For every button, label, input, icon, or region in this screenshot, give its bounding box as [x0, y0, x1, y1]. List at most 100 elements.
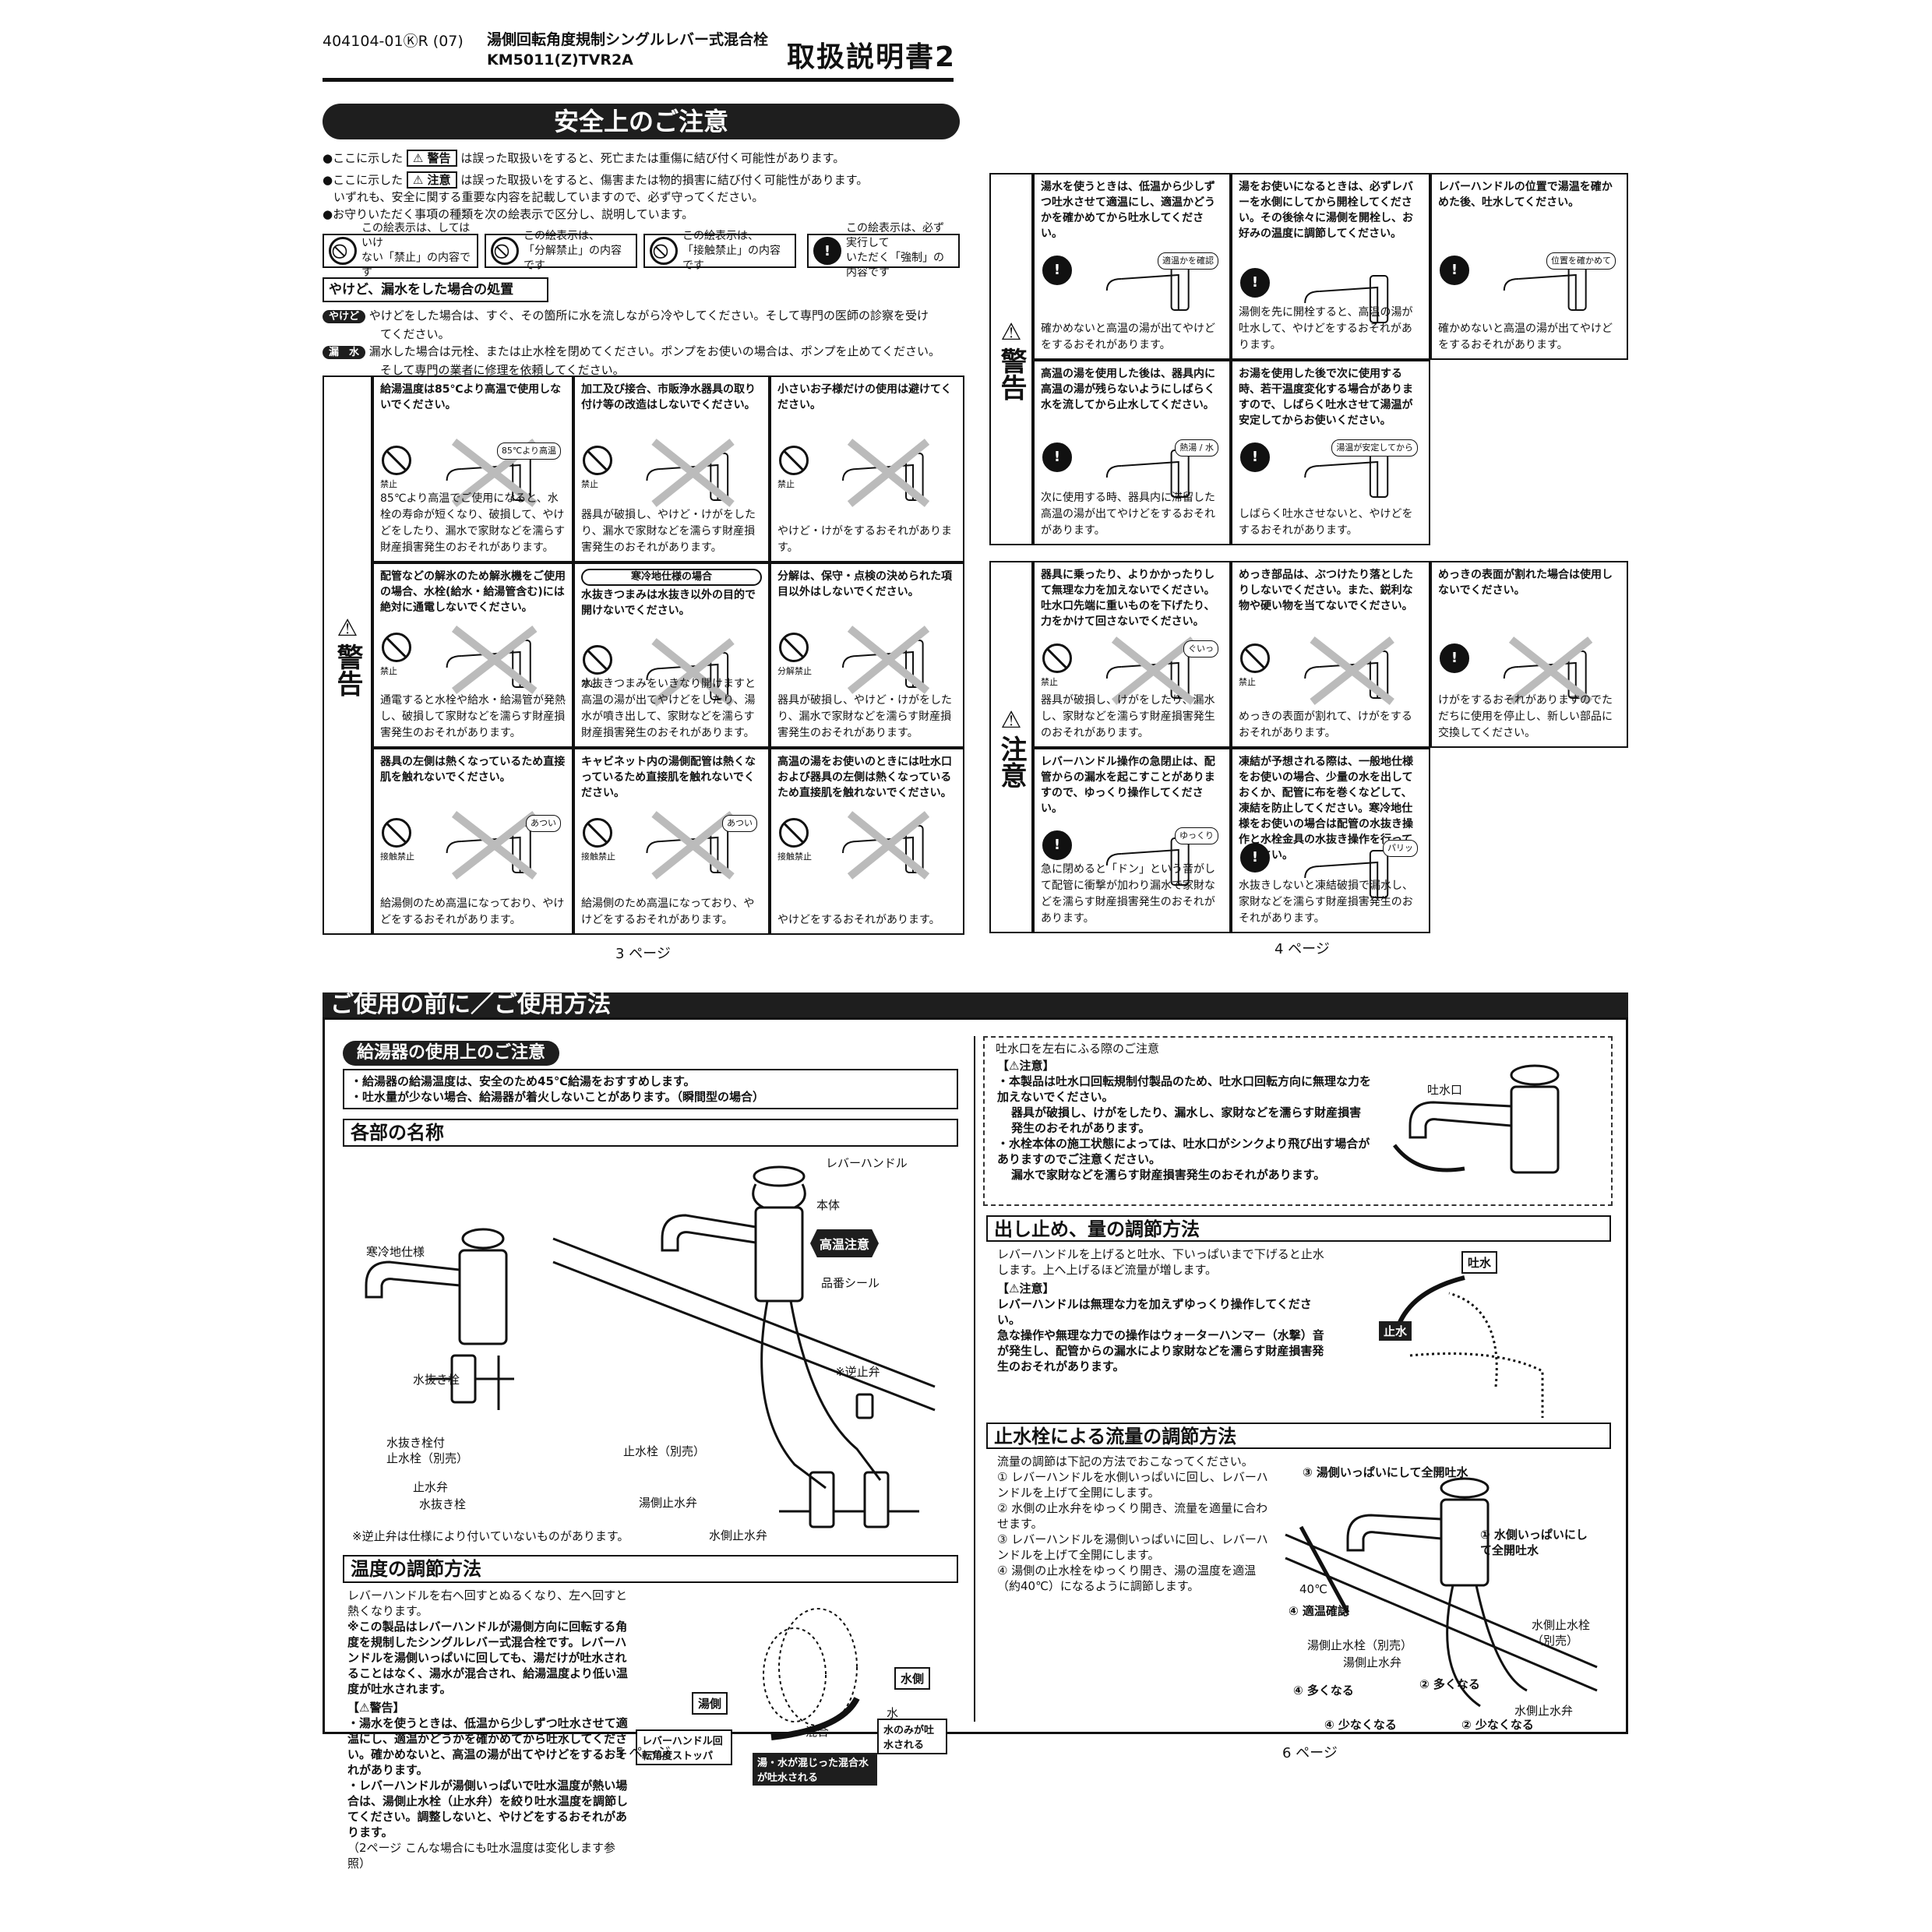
cell-illustration [1304, 275, 1389, 323]
prohibition-icon [779, 818, 809, 848]
label-stop-valve: 止水栓（別売） [623, 1444, 706, 1458]
cell-note: パリッ [1383, 840, 1418, 857]
cell-title: 加工及び接合、市販浄水器具の取り付け等の改造はしないでください。 [581, 383, 756, 411]
mandatory-icon: ! [1042, 442, 1072, 472]
spout-label: 吐水口 [1427, 1083, 1463, 1097]
cell-body: 器具が破損し、けがをしたり、漏水し、家財などを濡らす財産損害発生のおそれがありま… [1041, 694, 1215, 739]
icon-label: 禁止 [380, 479, 397, 489]
icon-label: 禁止 [777, 479, 795, 489]
page-number-6: 6 ページ [1282, 1745, 1338, 1761]
cell-body: 水抜きつまみをいきなり開けますと高温の湯が出てやけどをしたり、湯水が噴き出して、… [581, 678, 756, 739]
burn-tag: やけど [323, 310, 366, 323]
model-number: KM5011(Z)TVR2A [487, 51, 633, 69]
page4-caution-cell: めっき部品は、ぶつけたり落としたりしないでください。また、鋭利な物や硬い物を当て… [1231, 561, 1430, 748]
cold-valve-label: 水側止水弁 [1514, 1704, 1574, 1718]
column-divider [974, 1036, 975, 1722]
cell-illustration [1304, 850, 1389, 898]
cell-note: 位置を確かめて [1546, 252, 1616, 270]
cell-title: 配管などの解氷のため解氷機をご使用の場合、水栓(給水・給湯管含む)には絶対に通電… [380, 570, 566, 614]
valve-diagram [1285, 1477, 1598, 1708]
cell-illustration [842, 626, 930, 694]
label-cold-stop: 水側止水弁 [709, 1528, 768, 1542]
mixed-label: 湯・水が混じった混合水が吐水される [753, 1753, 877, 1786]
off-label: 止水 [1379, 1321, 1412, 1341]
cell-body: やけどをするおそれがあります。 [777, 914, 940, 926]
cell-title: 器具の左側は熱くなっているため直接肌を触れないでください。 [380, 756, 566, 784]
cell-note: 85℃より高温 [496, 442, 561, 460]
icon-label: 分解禁止 [777, 666, 812, 676]
page3-cell: キャビネット内の湯側配管は熱くなっているため直接肌を触れないでください。接触禁止… [573, 748, 770, 935]
label-drain-stop: 水抜き栓付止水栓（別売） [386, 1436, 469, 1465]
cell-body: やけど・けがをするおそれがあります。 [777, 525, 952, 554]
cell-title: めっきの表面が割れた場合は使用しないでください。 [1438, 569, 1613, 597]
less4-label: ④ 少なくなる [1324, 1718, 1397, 1732]
spout-caution-box [983, 1036, 1613, 1206]
water-label: 水 [887, 1706, 899, 1720]
cell-title: キャビネット内の湯側配管は熱くなっているため直接肌を触れないでください。 [581, 756, 756, 799]
cell-body: 湯側を先に開栓すると、高温の湯が吐水して、やけどをするおそれがあります。 [1239, 306, 1413, 351]
label-drain-plug-2: 水抜き栓 [419, 1497, 467, 1511]
prohibition-icon [1240, 643, 1270, 673]
cell-note: 熱湯 / 水 [1175, 439, 1218, 457]
mandatory-icon: ! [1042, 830, 1072, 860]
page4-warn-cell: 湯をお使いになるときは、必ずレバーを水側にしてから開栓してください。その後徐々に… [1231, 173, 1430, 360]
cell-note: ゆっくり [1175, 827, 1218, 844]
cell-note: あつい [526, 815, 561, 832]
valve-steps: 流量の調節は下記の方法でおこなってください。 ① レバーハンドルを水側いっぱいに… [997, 1454, 1268, 1593]
flow-head: 出し止め、量の調節方法 [986, 1215, 1611, 1242]
label-hot-stop: 湯側止水弁 [639, 1496, 698, 1510]
picto-touch: ⃠ この絵表示は、「接触禁止」の内容です [643, 230, 796, 272]
flow-text: レバーハンドルを上げると吐水、下いっぱいまで下げると止水します。上へ上げるほど流… [997, 1247, 1324, 1373]
prohibition-icon [382, 446, 411, 475]
leak-tag: 漏 水 [323, 346, 366, 359]
cell-title: 器具に乗ったり、よりかかったりして無理な力を加えないでください。吐水口先端に重い… [1041, 569, 1215, 628]
valve-head: 止水栓による流量の調節方法 [986, 1423, 1611, 1449]
water-only-label: 水のみが吐水される [877, 1719, 947, 1754]
caution-box: ⚠ 注意 [406, 171, 457, 189]
warn-box: ⚠ 警告 [406, 150, 457, 167]
label-drain-plug: 水抜き栓 [413, 1373, 460, 1387]
cell-body: 器具が破損し、やけど・けがをしたり、漏水で家財などを濡らす財産損害発生のおそれが… [777, 694, 952, 739]
prohibition-icon [382, 633, 411, 662]
cell-body: 85℃より高温でご使用になると、水栓の寿命が短くなり、破損して、やけどをしたり、… [380, 492, 566, 554]
doc-title: 取扱説明書2 [787, 41, 957, 73]
header-rule [323, 78, 954, 82]
hot-side-label: 湯側 [692, 1692, 728, 1715]
cell-title: 湯をお使いになるときは、必ずレバーを水側にしてから開栓してください。その後徐々に… [1239, 181, 1413, 240]
icon-label: 禁止 [1239, 677, 1256, 687]
page3-cell: 小さいお子様だけの使用は避けてください。禁止やけど・けがをするおそれがあります。 [770, 375, 964, 562]
page3-cell: 加工及び接合、市販浄水器具の取り付け等の改造はしないでください。禁止器具が破損し… [573, 375, 770, 562]
kyutoki-notes: ・給湯器の給湯温度は、安全のため45℃給湯をおすすめします。 ・吐水量が少ない場… [343, 1069, 958, 1109]
cell-illustration [646, 638, 735, 707]
warning-triangle-icon: ⚠ [337, 615, 358, 642]
cell-body: しばらく吐水させないと、やけどをするおそれがあります。 [1239, 508, 1413, 537]
icon-label: 接触禁止 [777, 851, 812, 862]
mandatory-icon: ! [813, 237, 841, 265]
page4-warning-side: ⚠ 警告 [989, 173, 1033, 545]
product-type: 湯側回転角度規制シングルレバー式混合栓 [487, 31, 769, 48]
cell-title: レバーハンドルの位置で湯温を確かめた後、吐水してください。 [1438, 181, 1613, 209]
safety-title: 安全上のご注意 [323, 104, 960, 139]
cell-illustration [842, 439, 930, 507]
cell-body: 水抜きしないと凍結破損で漏水し、家財などを濡らす財産損害発生のおそれがあります。 [1239, 880, 1413, 925]
mandatory-icon: ! [1240, 442, 1270, 472]
page4-caution-side: ⚠ 注意 [989, 561, 1033, 933]
cell-title: 小さいお子様だけの使用は避けてください。 [777, 383, 952, 411]
cell-body: 次に使用する時、器具内に滞留した高温の湯が出てやけどをするおそれがあります。 [1041, 492, 1215, 537]
cell-body: 給湯側のため高温になっており、やけどをするおそれがあります。 [581, 897, 755, 926]
mandatory-icon: ! [1042, 256, 1072, 285]
mandatory-icon: ! [1440, 256, 1469, 285]
label-cold-region: 寒冷地仕様 [366, 1245, 425, 1259]
cell-title: 高温の湯をお使いのときには吐水口および器具の左側は熱くなっているため直接肌を触れ… [777, 756, 952, 799]
page3-warning-side: ⚠ 警告 [323, 375, 372, 935]
step1-label: ① 水側いっぱいにして全開吐水 [1480, 1528, 1588, 1557]
cell-title: 給湯温度は85℃より高温で使用しないでください。 [380, 383, 562, 411]
on-label: 吐水 [1461, 1251, 1498, 1274]
cell-body: めっきの表面が割れて、けがをするおそれがあります。 [1239, 710, 1412, 739]
safety-intro: ●ここに示した ⚠ 警告 は誤った取扱いをすると、死亡または重傷に結び付く可能性… [323, 150, 869, 221]
page4-caution-cell: 器具に乗ったり、よりかかったりして無理な力を加えないでください。吐水口先端に重い… [1033, 561, 1231, 748]
prohibition-icon [583, 818, 612, 848]
cold-stop-label: 水側止水栓（別売） [1532, 1618, 1591, 1648]
page-number-5: 5 ページ [615, 1745, 671, 1761]
mandatory-icon: ! [1240, 843, 1270, 873]
